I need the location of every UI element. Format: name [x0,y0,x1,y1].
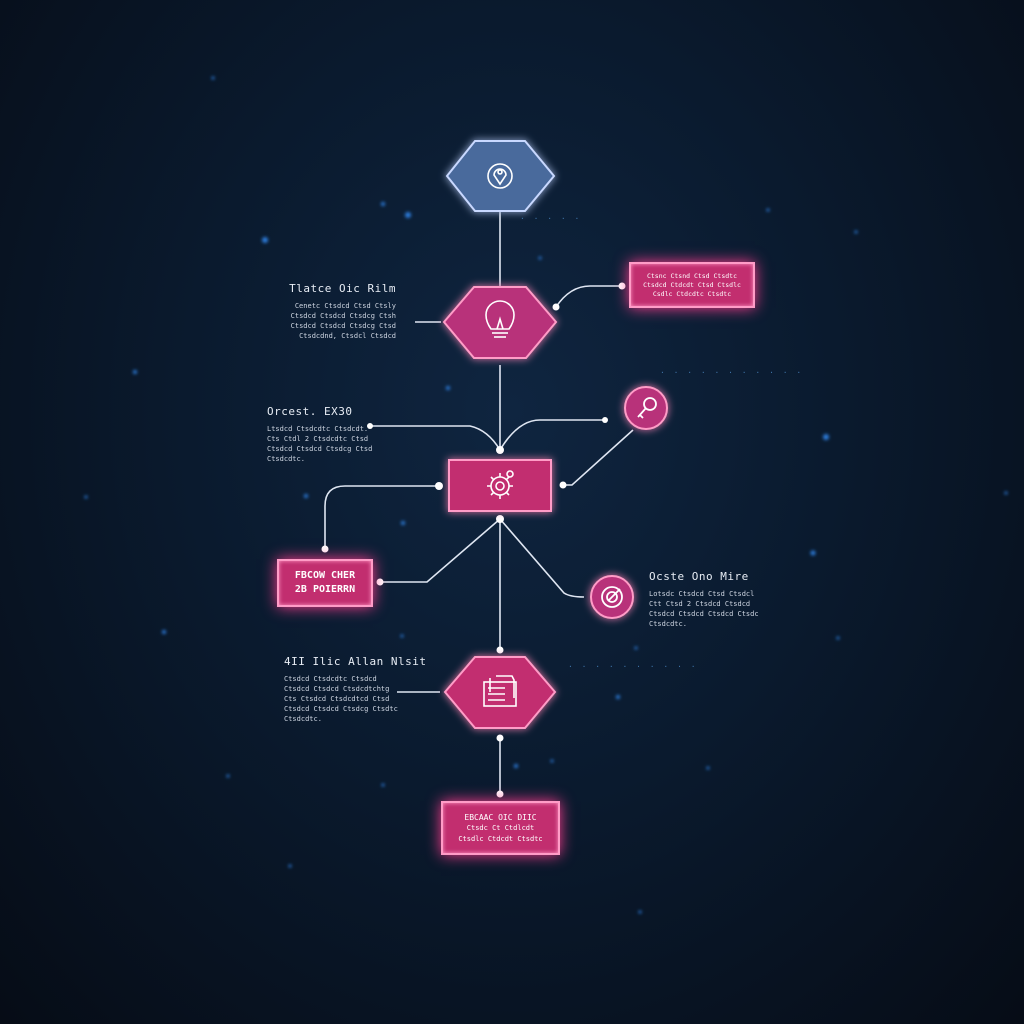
box-line: Ctsdlc Ctdcdt Ctsdtc [458,834,543,843]
label-line: Ctsdcdtc. [267,455,305,463]
label-line: Ctsdcdtc. [649,620,687,628]
label-line: Ctsdcd Ctsdcdtc Ctsdcd [284,675,377,683]
label-group-c: Ocste Ono Mire Lotsdc Ctsdcd Ctsd Ctsdcl… [649,570,769,629]
label-line: Ctsdcd Ctsdcd Ctsdcg Ctsh [290,312,396,320]
label-line: Cts Ctdl 2 Ctsdcdtc Ctsd [267,435,369,443]
dotted-accent: · · · · · · · · · · [568,662,698,671]
documents-icon [483,675,517,707]
label-title: Tlatce Oic Rilm [289,282,396,295]
map-pin-icon [487,163,513,189]
process-box-node[interactable] [448,459,552,512]
top-diamond-node[interactable] [445,140,556,212]
box-line: 2B POIERRN [294,584,356,595]
label-title: Ocste Ono Mire [649,570,749,583]
label-line: Cenetc Ctsdcd Ctsd Ctsly [294,302,396,310]
label-line: Cts Ctsdcd Ctsdcdtcd Ctsd [284,695,390,703]
box-line: Ctsdc Ct Ctdlcdt [466,823,535,832]
box-line: EBCAAC OIC DIIC [464,812,537,822]
key-icon [637,397,657,419]
label-line: Ctsdcd Ctsdcd Ctsdcd Ctsdc [649,610,759,618]
label-line: Ctsdcdnd, Ctsdcl Ctsdcd [299,332,396,340]
box-line: Csdlc Ctdcdtc Ctsdtc [652,289,732,298]
gear-icon [487,470,514,499]
label-line: Ctsdcd Ctsdcd Ctsdcg Ctsd [267,445,373,453]
right-top-note-box[interactable]: Ctsnc Ctsnd Ctsd Ctsdtc Ctsdcd Ctdcdt Ct… [629,262,755,308]
dotted-accent: · · · · · · · · · · · [660,368,804,377]
label-line: Ctsdcdtc. [284,715,322,723]
label-title: Orcest. EX30 [267,405,353,418]
dotted-accent: · · · · · [520,214,582,223]
label-line: Ctt Ctsd 2 Ctsdcd Ctsdcd [649,600,751,608]
label-line: Ctsdcd Ctsdcd Ctsdcg Ctsdtc [284,705,398,713]
connectors [324,212,634,794]
label-line: Ctsdcd Ctsdcd Ctsdcg Ctsd [290,322,396,330]
label-line: Lotsdc Ctsdcd Ctsd Ctsdcl [649,590,755,598]
label-line: Ltsdcd Ctsdcdtc Ctsdcdt. [267,425,369,433]
data-diamond-node[interactable] [443,656,557,729]
label-group-b: Orcest. EX30 Ltsdcd Ctsdcdtc Ctsdcdt. Ct… [267,405,377,464]
box-line: Ctsdcd Ctdcdt Ctsd Ctsdlc [643,280,741,289]
bottom-output-box[interactable]: EBCAAC OIC DIIC Ctsdc Ct Ctdlcdt Ctsdlc … [441,801,560,855]
target-icon [601,586,623,608]
left-result-box[interactable]: FBCOW CHER 2B POIERRN [277,559,373,607]
background-stars [84,76,1008,914]
lightbulb-icon [485,300,515,338]
label-group-a: Tlatce Oic Rilm Cenetc Ctsdcd Ctsd Ctsly… [270,282,396,341]
label-line: Ctsdcd Ctsdcd Ctsdcdtchtg [284,685,390,693]
box-line: FBCOW CHER [294,570,356,581]
label-title: 4II Ilic Allan Nlsit [284,655,427,668]
connector-dots [321,282,626,798]
label-group-d: 4II Ilic Allan Nlsit Ctsdcd Ctsdcdtc Cts… [284,655,427,724]
idea-diamond-node[interactable] [442,286,558,359]
box-line: Ctsnc Ctsnd Ctsd Ctsdtc [646,271,737,280]
